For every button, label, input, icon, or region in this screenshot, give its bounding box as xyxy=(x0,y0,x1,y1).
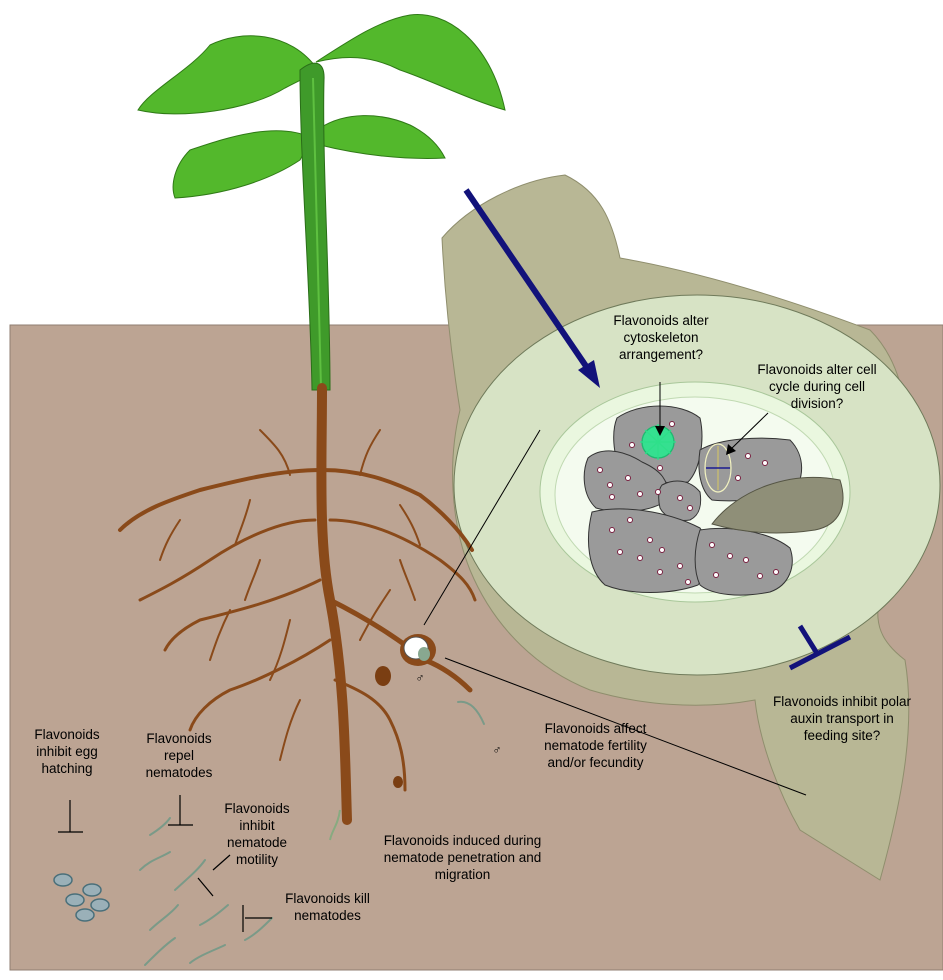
label-line: Flavonoids xyxy=(134,730,224,747)
label-line: Flavonoids alter cell xyxy=(742,361,892,378)
label-line: and/or fecundity xyxy=(528,754,663,771)
label-kill: Flavonoids kill nematodes xyxy=(270,890,385,924)
label-line: nematode fertility xyxy=(528,737,663,754)
label-line: nematodes xyxy=(134,764,224,781)
leaf-mid-left xyxy=(173,131,312,198)
label-induced: Flavonoids induced during nematode penet… xyxy=(365,832,560,883)
label-line: inhibit egg xyxy=(22,743,112,760)
leaf-mid-right xyxy=(320,116,445,159)
label-line: hatching xyxy=(22,760,112,777)
label-line: Flavonoids induced during xyxy=(365,832,560,849)
male-symbol-upper: ♂ xyxy=(412,670,428,687)
label-line: feeding site? xyxy=(752,727,932,744)
label-repel: Flavonoids repel nematodes xyxy=(134,730,224,781)
label-line: Flavonoids xyxy=(212,800,302,817)
leaf-left xyxy=(138,36,318,114)
label-line: repel xyxy=(134,747,224,764)
label-motility: Flavonoids inhibit nematode motility xyxy=(212,800,302,868)
label-line: motility xyxy=(212,851,302,868)
label-line: nematode penetration and xyxy=(365,849,560,866)
label-cell-cycle: Flavonoids alter cell cycle during cell … xyxy=(742,361,892,412)
label-line: nematode xyxy=(212,834,302,851)
label-egg-hatching: Flavonoids inhibit egg hatching xyxy=(22,726,112,777)
label-line: Flavonoids alter xyxy=(596,312,726,329)
label-line: arrangement? xyxy=(596,346,726,363)
label-auxin: Flavonoids inhibit polar auxin transport… xyxy=(752,693,932,744)
label-line: Flavonoids inhibit polar xyxy=(752,693,932,710)
leaf-right xyxy=(316,14,505,110)
label-line: cytoskeleton xyxy=(596,329,726,346)
label-line: Flavonoids xyxy=(22,726,112,743)
label-line: inhibit xyxy=(212,817,302,834)
label-line: nematodes xyxy=(270,907,385,924)
label-line: division? xyxy=(742,395,892,412)
label-fertility: Flavonoids affect nematode fertility and… xyxy=(528,720,663,771)
male-symbol-lower: ♂ xyxy=(489,742,505,759)
root-knot-tiny xyxy=(393,776,403,788)
label-line: Flavonoids affect xyxy=(528,720,663,737)
label-line: Flavonoids kill xyxy=(270,890,385,907)
gall-egg-mass xyxy=(418,647,430,661)
label-line: cycle during cell xyxy=(742,378,892,395)
root-knot-small xyxy=(375,666,391,686)
label-cytoskeleton: Flavonoids alter cytoskeleton arrangemen… xyxy=(596,312,726,363)
label-line: auxin transport in xyxy=(752,710,932,727)
label-line: migration xyxy=(365,866,560,883)
